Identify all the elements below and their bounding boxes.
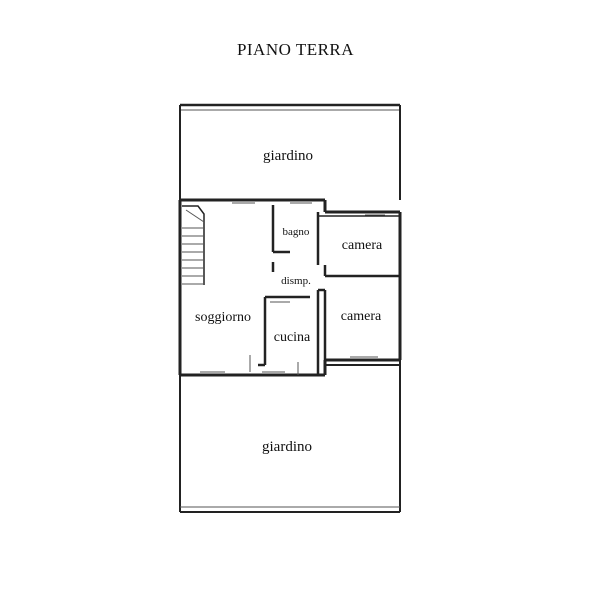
stair-diagonal [185,209,205,223]
interior-walls [249,205,400,375]
floor-title: PIANO TERRA [236,40,355,59]
garden-bottom-area [179,360,401,513]
label-bedroom-2: camera [341,309,382,324]
label-bathroom: bagno [283,226,310,238]
house-walls [178,198,402,377]
label-kitchen: cucina [274,330,311,345]
label-garden-bottom: giardino [262,439,312,455]
label-living-room: soggiorno [195,310,251,325]
staircase [182,205,205,285]
label-hallway: dismp. [281,275,311,287]
label-bedroom-1: camera [342,238,383,253]
label-garden-top: giardino [263,148,313,164]
staircase-outline [182,205,205,285]
garden-top-area [179,103,401,200]
